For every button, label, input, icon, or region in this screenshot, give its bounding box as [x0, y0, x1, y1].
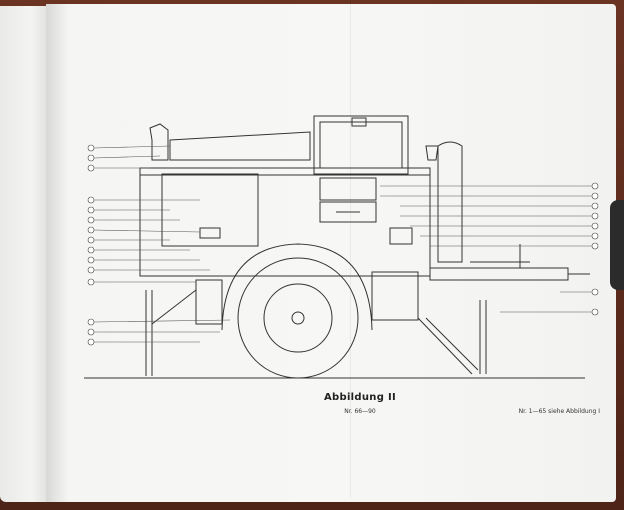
page-fold-line [350, 0, 351, 498]
wheel-fender [221, 243, 373, 331]
figure-caption: Abbildung II [324, 392, 396, 403]
right-page [46, 4, 616, 502]
right-leader-lines [380, 185, 592, 313]
callout-markers [87, 144, 599, 346]
left-door [161, 173, 259, 247]
left-page [0, 6, 52, 502]
figure-subcaption: Nr. 66—90 [344, 408, 376, 415]
trailer-body [139, 167, 431, 277]
open-lid [313, 115, 409, 175]
upper-drawer [319, 177, 377, 201]
book-edge [610, 200, 624, 290]
front-strut [417, 317, 473, 375]
figure-reference-note: Nr. 1—65 siehe Abbildung I [518, 408, 600, 415]
left-leader-lines [93, 145, 231, 343]
chimney-cylinder [437, 141, 463, 263]
right-side-box [371, 271, 419, 321]
wheel [237, 257, 359, 379]
left-side-box [195, 279, 223, 325]
open-book [0, 4, 618, 504]
lower-drawer [319, 201, 377, 223]
chimney-elbow [149, 123, 169, 161]
roof-pipe [169, 131, 311, 161]
tow-bar [429, 267, 569, 281]
small-box [389, 227, 413, 245]
